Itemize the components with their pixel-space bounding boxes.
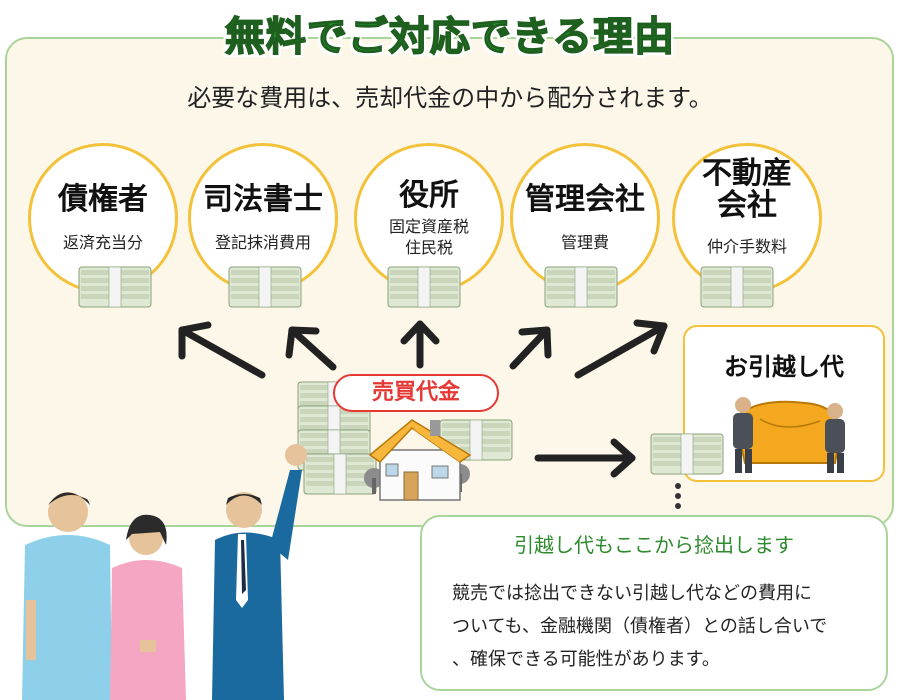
money-stack-icon bbox=[700, 266, 774, 308]
recipient-title: 債権者 bbox=[58, 182, 148, 217]
money-stack-icon bbox=[387, 266, 461, 308]
recipient-title: 役所 bbox=[399, 178, 459, 213]
recipient-detail: 管理費 bbox=[560, 233, 609, 252]
sale-proceeds-label: 売買代金 bbox=[333, 374, 499, 412]
recipient-title: 不動産 会社 bbox=[702, 156, 792, 223]
house-icon bbox=[364, 419, 472, 501]
note-body: 競売では捻出できない引越し代などの費用に ついても、金融機関（債権者）との話し合… bbox=[452, 583, 828, 670]
recipient-detail: 返済充当分 bbox=[62, 233, 143, 252]
arrow-icon bbox=[400, 320, 440, 369]
recipient-title: 司法書士 bbox=[203, 182, 323, 217]
people-illustration bbox=[22, 444, 307, 700]
money-stack-icon bbox=[78, 266, 152, 308]
money-stack-icon bbox=[650, 433, 724, 475]
arrow-icon bbox=[534, 438, 636, 478]
arrow-icon bbox=[574, 319, 668, 379]
page-title: 無料でご対応できる理由 bbox=[224, 13, 676, 61]
recipient-detail: 仲介手数料 bbox=[706, 237, 787, 256]
recipient-detail: 登記抹消費用 bbox=[214, 233, 311, 252]
note-title: 引越し代もここから捻出します bbox=[514, 533, 794, 557]
money-stack-icon bbox=[228, 266, 302, 308]
recipient-detail: 固定資産税 住民税 bbox=[388, 217, 469, 257]
money-stack-icon bbox=[544, 266, 618, 308]
arrow-icon bbox=[285, 326, 337, 371]
arrow-icon bbox=[509, 326, 552, 370]
movers-illustration bbox=[733, 397, 845, 473]
subtitle: 必要な費用は、売却代金の中から配分されます。 bbox=[187, 84, 713, 112]
recipient-title: 管理会社 bbox=[525, 182, 645, 217]
note-box: 引越し代もここから捻出します 競売では捻出できない引越し代などの費用に ついても… bbox=[420, 515, 888, 691]
arrow-icon bbox=[178, 321, 266, 379]
dots-connector bbox=[675, 483, 681, 509]
moving-cost-title: お引越し代 bbox=[724, 353, 844, 381]
recipient-real-estate-company: 不動産 会社 仲介手数料 bbox=[672, 143, 822, 293]
